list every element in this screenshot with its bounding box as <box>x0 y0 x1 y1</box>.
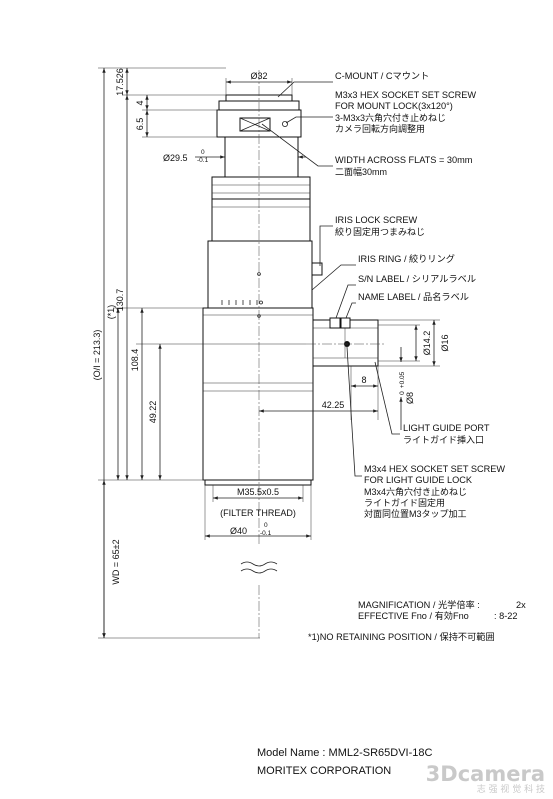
front-lip <box>204 479 312 486</box>
tol-40-up: 0 <box>264 522 268 529</box>
middle-barrel <box>211 198 311 242</box>
leader-lines <box>261 81 400 477</box>
label-m3x4-en-1: M3x4 HEX SOCKET SET SCREW <box>364 464 505 474</box>
label-sn-label: S/N LABEL / シリアルラベル <box>358 274 476 284</box>
spec-fno-value: : 8-22 <box>494 611 518 621</box>
label-width-across-flats: WIDTH ACROSS FLATS = 30mm <box>335 155 473 165</box>
tol-40-dn: -0.1 <box>260 530 272 537</box>
mount-lock-screw-icon <box>281 121 288 128</box>
dim-m35-5: M35.5x0.5 <box>237 487 279 497</box>
sn-label-icon <box>329 317 341 329</box>
label-c-mount: C-MOUNT / Cマウント <box>335 71 429 81</box>
model-name: Model Name : MML2-SR65DVI-18C <box>257 747 433 759</box>
dim-phi32: Ø32 <box>250 71 267 81</box>
label-light-guide-jp: ライトガイド挿入口 <box>403 434 484 445</box>
label-m3x4-en-2: FOR LIGHT GUIDE LOCK <box>364 475 473 485</box>
dim-49-22: 49.22 <box>148 401 158 424</box>
dim-wd: WD = 65±2 <box>111 539 121 584</box>
label-m3x3-en-1: M3x3 HEX SOCKET SET SCREW <box>335 90 476 100</box>
tol-8-up: +0.05 <box>399 371 406 388</box>
label-m3x3-en-2: FOR MOUNT LOCK(3x120°) <box>335 101 453 111</box>
spec-fno-label: EFFECTIVE Fno / 有効Fno <box>358 610 469 621</box>
label-m3x4-jp-1: M3x4六角穴付き止めねじ <box>364 486 467 497</box>
dim-phi8: Ø8 <box>405 392 415 404</box>
dim-6-5: 6.5 <box>135 118 145 131</box>
dim-phi14-2: Ø14.2 <box>422 331 432 356</box>
name-label-icon <box>340 317 351 329</box>
dim-phi40: Ø40 <box>230 526 247 536</box>
dim-17526: 17.526 <box>115 68 125 96</box>
label-iris-lock-en: IRIS LOCK SCREW <box>335 215 418 225</box>
label-m3x3-jp-2: カメラ回転方向調整用 <box>335 123 425 134</box>
label-m3x3-jp-1: 3-M3x3六角穴付き止めねじ <box>335 112 446 123</box>
note-no-retaining: *1)NO RETAINING POSITION / 保持不可範囲 <box>308 631 495 642</box>
tol-8-dn: 0 <box>399 391 406 395</box>
lower-barrel <box>202 307 314 481</box>
spec-magnification-value: 2x <box>516 600 526 610</box>
label-light-guide-en: LIGHT GUIDE PORT <box>403 423 490 433</box>
lens-body <box>202 94 379 486</box>
iris-lock-knob <box>311 262 323 276</box>
break-symbol <box>240 561 278 574</box>
spec-magnification-label: MAGNIFICATION / 光学倍率 : <box>358 599 480 610</box>
dimension-texts: (O/I = 213.3) WD = 65±2 17.526 4 6.5 130… <box>92 68 450 584</box>
label-m3x4-jp-3: 対面同位置M3タップ加工 <box>364 508 467 519</box>
dim-130-7: 130.7 <box>115 289 125 312</box>
label-width-jp: 二面幅30mm <box>335 166 387 177</box>
label-name-label: NAME LABEL / 品名ラベル <box>358 291 469 302</box>
label-iris-lock-jp: 絞り固定用つまみねじ <box>335 226 425 237</box>
dim-4: 4 <box>135 100 145 105</box>
company-name: MORITEX CORPORATION <box>257 765 392 777</box>
dim-8: 8 <box>361 375 366 385</box>
spec-block: MAGNIFICATION / 光学倍率 : 2x EFFECTIVE Fno … <box>308 599 526 642</box>
dim-42-25: 42.25 <box>322 400 345 410</box>
label-m3x4-jp-2: ライトガイド固定用 <box>364 497 445 508</box>
watermark-logo: 3Dcamera 志 强 视 觉 科 技 <box>426 763 545 796</box>
tol-29-5-dn: -0.1 <box>197 157 209 164</box>
upper-barrel <box>211 176 311 200</box>
dim-overall: (O/I = 213.3) <box>92 330 102 381</box>
iris-scale-ticks <box>221 300 263 305</box>
dim-phi16: Ø16 <box>440 334 450 351</box>
horizontal-dimension-lines <box>195 78 440 540</box>
tol-29-5-up: 0 <box>201 149 205 156</box>
vertical-dimension-lines <box>102 68 162 638</box>
dim-phi29-5: Ø29.5 <box>163 153 188 163</box>
watermark-sub: 志 强 视 觉 科 技 <box>476 785 545 795</box>
label-iris-ring: IRIS RING / 絞りリング <box>358 253 455 264</box>
dim-108-4: 108.4 <box>130 349 140 372</box>
dim-star1: (*1) <box>106 305 116 320</box>
dim-filter-thread: (FILTER THREAD) <box>220 508 296 518</box>
annotations: C-MOUNT / Cマウント M3x3 HEX SOCKET SET SCRE… <box>335 71 505 519</box>
watermark-brand: 3Dcamera <box>425 762 545 786</box>
